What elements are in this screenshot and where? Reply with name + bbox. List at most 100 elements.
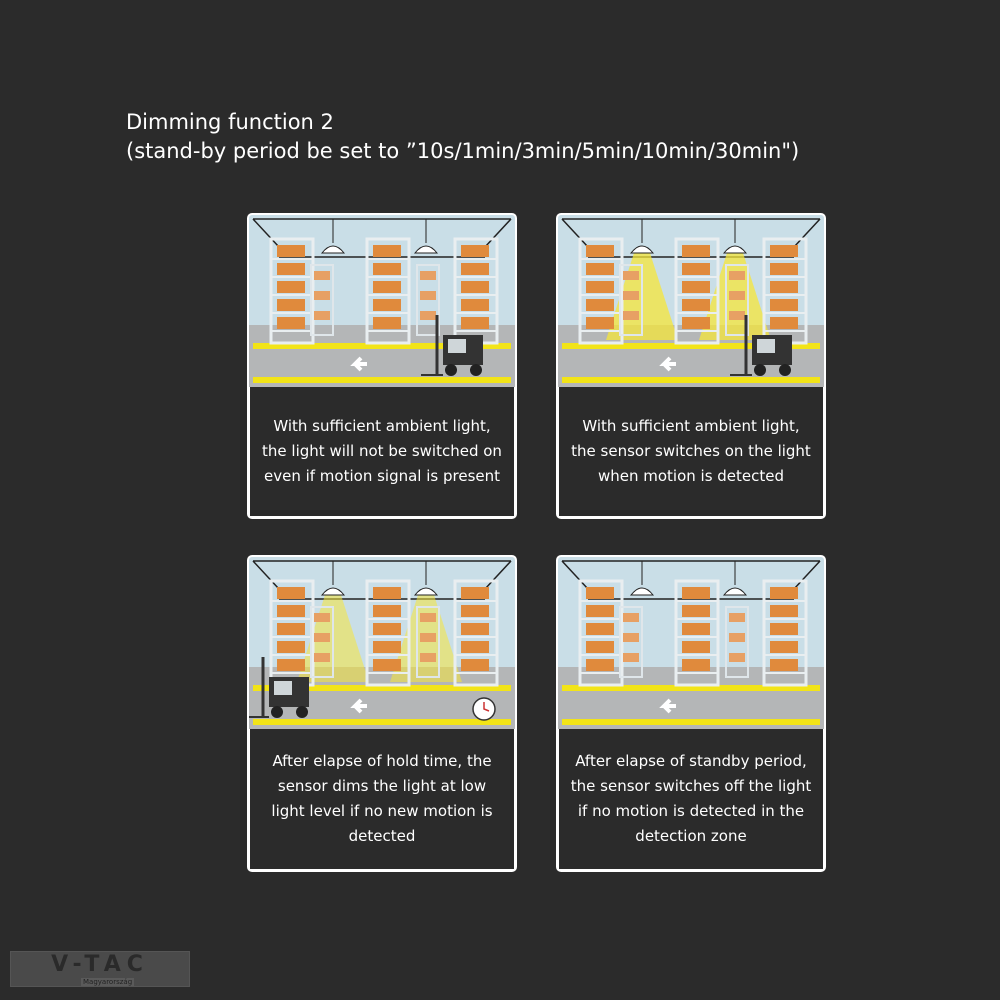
page-title: Dimming function 2 (stand-by period be s…: [126, 108, 799, 166]
rack: [578, 579, 624, 687]
box: [420, 271, 436, 280]
rack-back: [619, 264, 643, 336]
box: [682, 299, 710, 311]
box: [586, 605, 614, 617]
ceiling-frame: [561, 218, 821, 258]
box: [586, 623, 614, 635]
warehouse-scene-image: [249, 557, 515, 729]
box: [314, 633, 330, 642]
floor-stripe: [253, 685, 511, 691]
box: [461, 659, 489, 671]
floor-stripe: [253, 343, 511, 349]
warehouse-scene-image: [558, 215, 824, 387]
box: [373, 281, 401, 293]
box: [682, 317, 710, 329]
box: [420, 311, 436, 320]
box: [770, 641, 798, 653]
box: [461, 605, 489, 617]
rack: [453, 579, 499, 687]
rack: [365, 237, 411, 345]
box: [586, 587, 614, 599]
box: [461, 623, 489, 635]
box: [373, 299, 401, 311]
box: [420, 633, 436, 642]
warehouse-scene-image: [558, 557, 824, 729]
box: [729, 633, 745, 642]
lamp-icon: [722, 245, 748, 254]
forklift-wheel: [296, 706, 308, 718]
box: [682, 623, 710, 635]
rack: [762, 579, 808, 687]
rack-back: [310, 606, 334, 678]
panel-caption: After elapse of hold time, the sensor di…: [250, 729, 514, 869]
panel-caption: With sufficient ambient light, the light…: [250, 387, 514, 516]
box: [373, 317, 401, 329]
direction-arrow-icon: [350, 356, 367, 372]
box: [314, 291, 330, 300]
forklift-window: [274, 681, 292, 695]
floor-stripe: [253, 719, 511, 725]
box: [682, 587, 710, 599]
panel-standby-switch-off: After elapse of standby period, the sens…: [556, 555, 826, 872]
logo-subtitle: Magyarország: [81, 978, 135, 986]
floor: [558, 667, 824, 729]
panel-caption: After elapse of standby period, the sens…: [559, 729, 823, 869]
box: [461, 641, 489, 653]
box: [373, 641, 401, 653]
box: [623, 613, 639, 622]
rack-back: [619, 606, 643, 678]
panel-motion-switch-on: With sufficient ambient light, the senso…: [556, 213, 826, 519]
box: [770, 623, 798, 635]
box: [623, 633, 639, 642]
floor-stripe: [562, 719, 820, 725]
box: [682, 659, 710, 671]
forklift-wheel: [470, 364, 482, 376]
ceiling-frame: [252, 218, 512, 258]
box: [277, 641, 305, 653]
box: [461, 281, 489, 293]
lamp-icon: [320, 245, 346, 254]
rack: [365, 579, 411, 687]
box: [729, 291, 745, 300]
forklift-wheel: [271, 706, 283, 718]
rack-back: [416, 606, 440, 678]
panel-ambient-light-no-switch: With sufficient ambient light, the light…: [247, 213, 517, 519]
floor-stripe: [562, 343, 820, 349]
box: [314, 271, 330, 280]
box: [373, 263, 401, 275]
box: [682, 263, 710, 275]
box: [277, 281, 305, 293]
box: [314, 311, 330, 320]
box: [586, 281, 614, 293]
box: [461, 263, 489, 275]
panel-hold-time-dim: After elapse of hold time, the sensor di…: [247, 555, 517, 872]
box: [770, 605, 798, 617]
box: [682, 605, 710, 617]
box: [586, 641, 614, 653]
box: [770, 263, 798, 275]
box: [682, 641, 710, 653]
box: [770, 659, 798, 671]
brand-logo: V-TAC Magyarország: [10, 951, 190, 987]
box: [420, 653, 436, 662]
logo-wordmark: V-TAC: [51, 952, 149, 977]
lamp-icon: [413, 587, 439, 596]
warehouse-scene-image: [249, 215, 515, 387]
box: [277, 623, 305, 635]
ceiling-frame: [561, 560, 821, 600]
ceiling-frame: [252, 560, 512, 600]
box: [420, 613, 436, 622]
box: [277, 659, 305, 671]
panel-caption: With sufficient ambient light, the senso…: [559, 387, 823, 516]
box: [277, 245, 305, 257]
box: [373, 587, 401, 599]
rack: [674, 579, 720, 687]
floor-stripe: [562, 685, 820, 691]
forklift-window: [757, 339, 775, 353]
box: [770, 317, 798, 329]
lamp-icon: [320, 587, 346, 596]
lamp-icon: [722, 587, 748, 596]
rack: [674, 237, 720, 345]
rack: [269, 237, 315, 345]
box: [586, 317, 614, 329]
